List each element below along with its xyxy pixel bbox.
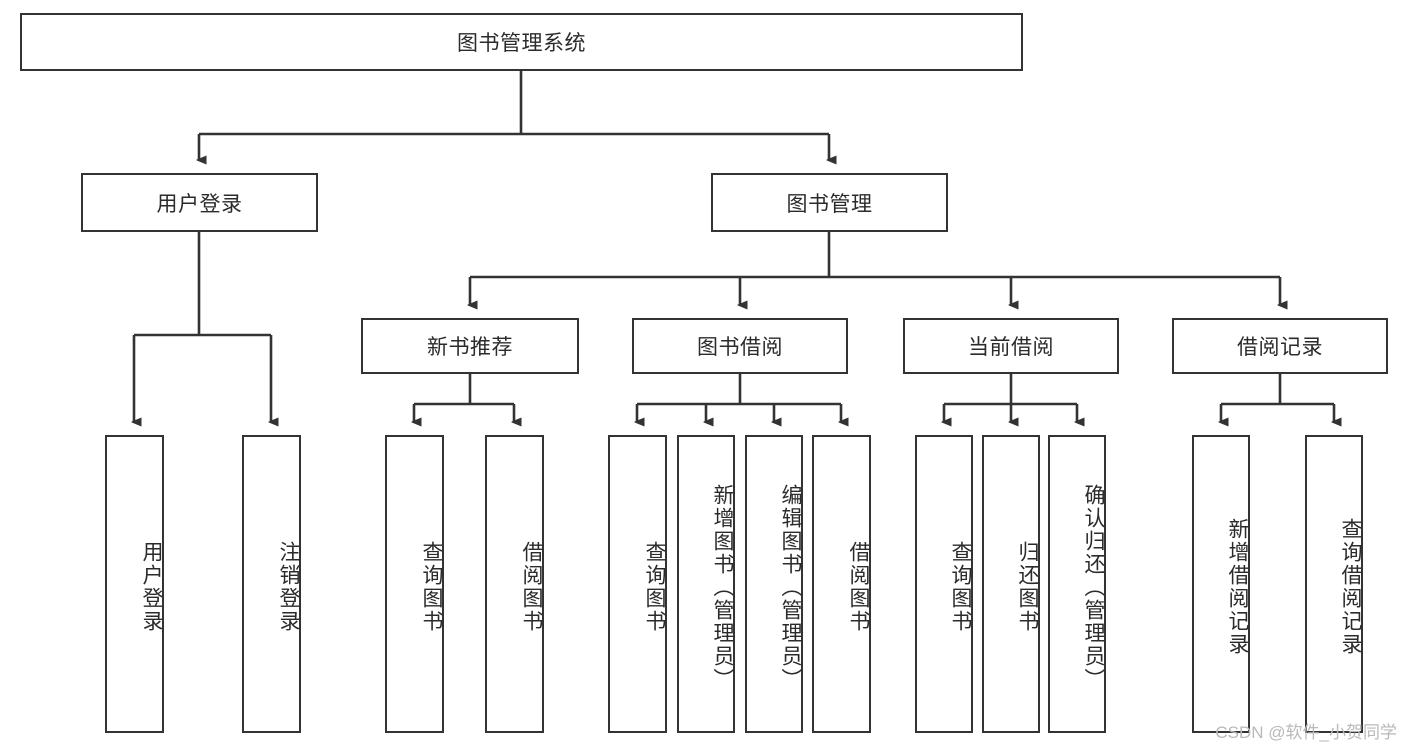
leaf-logout-login[interactable]: 注销登录 bbox=[242, 435, 301, 733]
node-book-management[interactable]: 图书管理 bbox=[711, 173, 948, 232]
leaf-borrow-book-recommend[interactable]: 借阅图书 bbox=[485, 435, 544, 733]
leaf-confirm-return-admin[interactable]: 确认归还（管理员） bbox=[1048, 435, 1106, 733]
leaf-query-book-current-label: 查询图书 bbox=[949, 541, 972, 633]
leaf-confirm-return-admin-label: 确认归还（管理员） bbox=[1082, 483, 1105, 691]
node-root[interactable]: 图书管理系统 bbox=[20, 13, 1023, 71]
node-user-login[interactable]: 用户登录 bbox=[81, 173, 318, 232]
node-user-login-label: 用户登录 bbox=[156, 192, 243, 216]
leaf-borrow-book-label: 借阅图书 bbox=[847, 541, 870, 633]
leaf-query-book-recommend-label: 查询图书 bbox=[420, 541, 443, 633]
leaf-query-borrow-record[interactable]: 查询借阅记录 bbox=[1305, 435, 1363, 733]
leaf-add-book-admin-label: 新增图书（管理员） bbox=[711, 483, 734, 691]
leaf-borrow-book-recommend-label: 借阅图书 bbox=[520, 541, 543, 633]
leaf-user-login[interactable]: 用户登录 bbox=[105, 435, 164, 733]
leaf-query-book-borrow-label: 查询图书 bbox=[643, 541, 666, 633]
leaf-user-login-label: 用户登录 bbox=[140, 541, 163, 633]
node-book-borrow-label: 图书借阅 bbox=[697, 336, 783, 359]
leaf-return-book-label: 归还图书 bbox=[1016, 541, 1039, 633]
leaf-edit-book-admin[interactable]: 编辑图书（管理员） bbox=[745, 435, 803, 733]
node-root-label: 图书管理系统 bbox=[457, 32, 586, 55]
leaf-edit-book-admin-label: 编辑图书（管理员） bbox=[779, 483, 802, 691]
node-new-book-recommend-label: 新书推荐 bbox=[427, 336, 513, 359]
node-borrow-record[interactable]: 借阅记录 bbox=[1172, 318, 1388, 374]
leaf-return-book[interactable]: 归还图书 bbox=[982, 435, 1040, 733]
leaf-logout-login-label: 注销登录 bbox=[277, 541, 300, 633]
node-book-borrow[interactable]: 图书借阅 bbox=[632, 318, 848, 374]
leaf-query-book-recommend[interactable]: 查询图书 bbox=[385, 435, 444, 733]
node-current-borrow[interactable]: 当前借阅 bbox=[903, 318, 1119, 374]
leaf-add-borrow-record-label: 新增借阅记录 bbox=[1226, 518, 1249, 656]
node-new-book-recommend[interactable]: 新书推荐 bbox=[361, 318, 579, 374]
leaf-query-book-borrow[interactable]: 查询图书 bbox=[608, 435, 667, 733]
node-borrow-record-label: 借阅记录 bbox=[1237, 336, 1323, 359]
csdn-watermark: CSDN @软件_小贺同学 bbox=[1215, 723, 1397, 742]
leaf-add-book-admin[interactable]: 新增图书（管理员） bbox=[677, 435, 735, 733]
node-book-management-label: 图书管理 bbox=[786, 192, 873, 216]
leaf-add-borrow-record[interactable]: 新增借阅记录 bbox=[1192, 435, 1250, 733]
node-current-borrow-label: 当前借阅 bbox=[968, 336, 1054, 359]
leaf-borrow-book[interactable]: 借阅图书 bbox=[812, 435, 871, 733]
leaf-query-borrow-record-label: 查询借阅记录 bbox=[1339, 518, 1362, 656]
leaf-query-book-current[interactable]: 查询图书 bbox=[915, 435, 973, 733]
